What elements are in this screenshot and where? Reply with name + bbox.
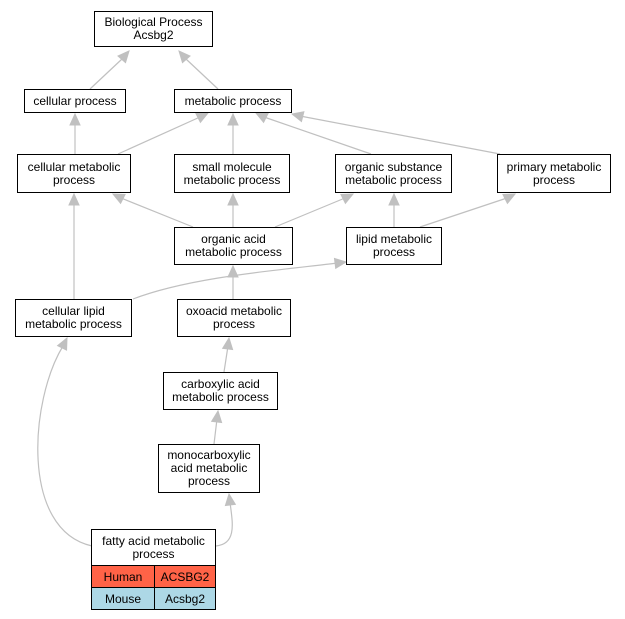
leaf-row-mouse: Mouse Acsbg2 (92, 587, 215, 609)
leaf-row-human: Human ACSBG2 (92, 566, 215, 587)
node-oxoacid-metabolic-process[interactable]: oxoacid metabolic process (177, 299, 291, 337)
edge-primary-metabolic-to-metabolic-process (299, 115, 501, 155)
edge-lipid-to-primary-metabolic-arrowhead (502, 193, 517, 205)
leaf-title: fatty acid metabolic process (92, 530, 215, 566)
gene-cell: Acsbg2 (164, 591, 206, 606)
edge-cellular-metabolic-to-cellular-process-arrowhead (69, 112, 81, 126)
edge-lipid-to-organic-substance-arrowhead (388, 192, 400, 206)
edge-organic-acid-to-cellular-metabolic-arrowhead (111, 193, 126, 205)
node-metabolic-process[interactable]: metabolic process (174, 89, 292, 113)
edge-organic-acid-to-cellular-metabolic (120, 197, 194, 228)
gene-cell: ACSBG2 (160, 569, 210, 584)
edge-organic-acid-to-organic-substance-arrowhead (340, 193, 355, 205)
edge-small-molecule-to-metabolic-process-arrowhead (227, 112, 239, 126)
edge-carboxylic-to-oxoacid (223, 345, 229, 373)
node-cellular-lipid-metabolic-process[interactable]: cellular lipid metabolic process (15, 299, 132, 337)
node-small-molecule-metabolic-process[interactable]: small molecule metabolic process (174, 154, 290, 193)
edge-monocarboxylic-to-carboxylic-arrowhead (210, 409, 223, 424)
edge-metabolic-process-to-bp (185, 58, 219, 90)
edge-organic-acid-to-small-molecule-arrowhead (227, 192, 239, 206)
node-cellular-metabolic-process[interactable]: cellular metabolic process (17, 154, 131, 193)
edge-primary-metabolic-to-metabolic-process-arrowhead (290, 111, 305, 123)
edge-cellular-lipid-to-lipid (132, 262, 339, 300)
edge-fatty-acid-to-cellular-lipid-arrowhead (56, 336, 68, 351)
edge-oxoacid-to-organic-acid-arrowhead (227, 264, 239, 278)
species-cell: Human (92, 566, 155, 587)
node-organic-acid-metabolic-process[interactable]: organic acid metabolic process (174, 227, 293, 265)
node-cellular-process[interactable]: cellular process (24, 89, 126, 113)
edge-metabolic-process-to-bp-arrowhead (178, 50, 191, 64)
edge-fatty-acid-to-monocarboxylic-arrowhead (224, 492, 237, 507)
edge-monocarboxylic-to-carboxylic (213, 418, 218, 445)
node-lipid-metabolic-process[interactable]: lipid metabolic process (346, 227, 442, 265)
edge-cellular-lipid-to-lipid-arrowhead (333, 257, 348, 270)
node-biological-process[interactable]: Biological Process Acsbg2 (94, 11, 213, 47)
edge-cellular-metabolic-to-metabolic-process-arrowhead (195, 112, 210, 124)
edge-fatty-acid-to-monocarboxylic (215, 501, 233, 547)
node-organic-substance-metabolic-process[interactable]: organic substance metabolic process (335, 154, 452, 193)
edge-cellular-metabolic-to-metabolic-process (117, 116, 201, 155)
edge-organic-substance-to-metabolic-process (263, 116, 372, 155)
edge-cellular-lipid-to-cellular-metabolic-arrowhead (68, 192, 80, 206)
edge-organic-acid-to-organic-substance (274, 197, 346, 228)
species-cell: Mouse (92, 588, 155, 609)
edge-lipid-to-primary-metabolic (419, 197, 508, 228)
node-monocarboxylic-acid-metabolic-process[interactable]: monocarboxylic acid metabolic process (158, 444, 260, 493)
edge-carboxylic-to-oxoacid-arrowhead (221, 336, 234, 351)
edge-fatty-acid-to-cellular-lipid (37, 345, 93, 547)
edge-cellular-process-to-bp (89, 58, 123, 90)
node-carboxylic-acid-metabolic-process[interactable]: carboxylic acid metabolic process (163, 372, 278, 410)
edge-organic-substance-to-metabolic-process-arrowhead (254, 112, 269, 124)
edge-cellular-process-to-bp-arrowhead (117, 50, 130, 64)
node-primary-metabolic-process[interactable]: primary metabolic process (497, 154, 611, 193)
node-fatty-acid-metabolic-process[interactable]: fatty acid metabolic process Human ACSBG… (91, 529, 216, 610)
